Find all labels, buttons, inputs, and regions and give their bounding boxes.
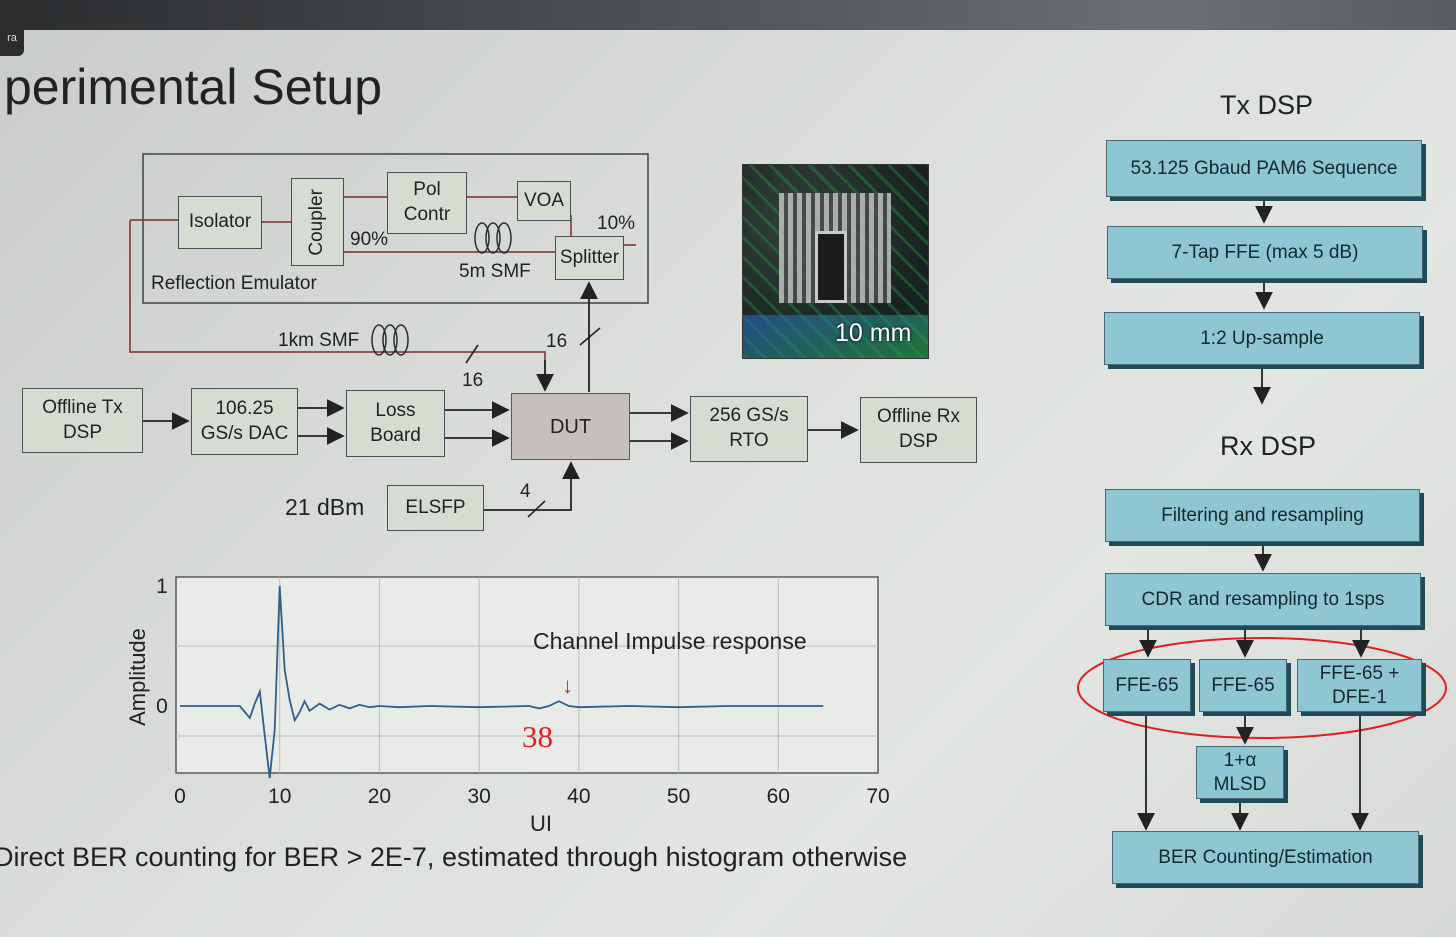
lane-count-top: 16 — [546, 331, 567, 353]
x-tick-label: 70 — [866, 785, 889, 808]
tx-step-pam6: 53.125 Gbaud PAM6 Sequence — [1106, 140, 1422, 197]
elsfp-box: ELSFP — [387, 485, 484, 531]
tx-step-upsample: 1:2 Up-sample — [1104, 312, 1420, 365]
x-tick-label: 30 — [467, 785, 490, 808]
fiber-coil-1km — [372, 325, 408, 355]
rx-dsp-heading: Rx DSP — [1220, 431, 1316, 462]
smf-1km-label: 1km SMF — [278, 330, 359, 352]
reflection-emulator-label: Reflection Emulator — [151, 273, 317, 295]
y-tick-label: 1 — [156, 575, 168, 598]
loss-board-box: Loss Board — [346, 390, 445, 457]
pol-contr-box: Pol Contr — [387, 172, 467, 234]
tx-step-ffe: 7-Tap FFE (max 5 dB) — [1107, 226, 1423, 279]
splitter-box: Splitter — [555, 236, 624, 280]
dut-box: DUT — [511, 393, 630, 460]
rto-box: 256 GS/s RTO — [690, 396, 808, 462]
x-tick-labels: 0 10 20 30 40 50 60 70 — [174, 785, 890, 808]
photo-scale-label: 10 mm — [835, 319, 911, 348]
chart-annotation: Channel Impulse response — [533, 628, 807, 654]
lane-count-elsfp: 4 — [520, 481, 531, 503]
footer-note: Direct BER counting for BER > 2E-7, esti… — [0, 842, 907, 873]
offline-tx-dsp-box: Offline Tx DSP — [22, 388, 143, 453]
dac-box: 106.25 GS/s DAC — [191, 388, 298, 455]
fiber-coil-5m — [475, 223, 511, 253]
x-tick-label: 40 — [567, 785, 590, 808]
voa-box: VOA — [517, 181, 571, 221]
y-tick-labels: 01 — [156, 575, 168, 718]
coupler-box: Coupler — [291, 178, 344, 266]
handwritten-arrow: ↓ — [562, 673, 573, 698]
x-tick-label: 60 — [767, 785, 790, 808]
handwritten-38: 38 — [522, 719, 553, 754]
ffe-65-a-box: FFE-65 — [1103, 659, 1191, 712]
x-axis-label: UI — [530, 811, 552, 836]
splitter-10-label: 10% — [597, 213, 635, 235]
coupler-label: Coupler — [305, 189, 330, 256]
y-axis-label: Amplitude — [125, 628, 150, 726]
coupler-90-label: 90% — [350, 229, 388, 251]
module-photo: 10 mm — [742, 164, 929, 359]
x-tick-label: 20 — [368, 785, 391, 808]
ffe-65-b-box: FFE-65 — [1199, 659, 1287, 712]
ffe-dfe-box: FFE-65 + DFE-1 — [1297, 659, 1422, 712]
smf-5m-label: 5m SMF — [459, 261, 531, 283]
rx-cdr-box: CDR and resampling to 1sps — [1105, 573, 1421, 626]
rx-filtering-box: Filtering and resampling — [1105, 489, 1420, 542]
mlsd-box: 1+α MLSD — [1196, 746, 1284, 799]
x-tick-label: 50 — [667, 785, 690, 808]
x-tick-label: 10 — [268, 785, 291, 808]
laser-power-label: 21 dBm — [285, 494, 364, 521]
isolator-box: Isolator — [178, 196, 262, 249]
x-tick-label: 0 — [174, 785, 186, 808]
lane-count-mid: 16 — [462, 370, 483, 392]
tx-dsp-heading: Tx DSP — [1220, 90, 1313, 121]
y-tick-label: 0 — [156, 695, 168, 718]
offline-rx-dsp-box: Offline Rx DSP — [860, 397, 977, 463]
photo-chip — [815, 231, 847, 303]
ber-counting-box: BER Counting/Estimation — [1112, 831, 1419, 884]
